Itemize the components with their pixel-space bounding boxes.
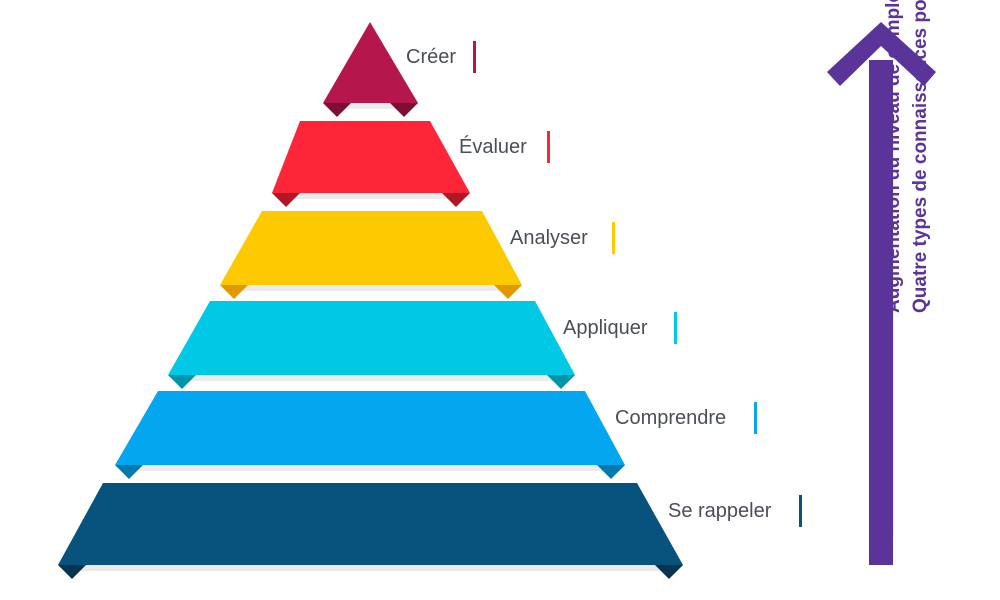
level-marker bbox=[674, 312, 677, 344]
level-label: Évaluer bbox=[459, 136, 527, 158]
level-marker bbox=[754, 402, 757, 434]
pyramid-layer-2 bbox=[220, 211, 522, 285]
pyramid-layer-0 bbox=[323, 22, 418, 103]
arrow-caption-line1: Augmentation du niveau de complexité bbox=[883, 0, 904, 313]
fold-tab-right bbox=[597, 465, 625, 479]
level-marker bbox=[473, 41, 476, 73]
fold-tab-left bbox=[58, 565, 86, 579]
level-label: Se rappeler bbox=[668, 500, 772, 522]
fold-tab-left bbox=[168, 375, 196, 389]
fold-tab-left bbox=[323, 103, 351, 117]
pyramid-layer-3 bbox=[168, 301, 575, 375]
level-label: Analyser bbox=[510, 227, 588, 249]
pyramid-layer-4 bbox=[115, 391, 625, 465]
level-marker bbox=[612, 222, 615, 254]
arrow-caption: Augmentation du niveau de complexité Qua… bbox=[880, 0, 934, 313]
level-label: Appliquer bbox=[563, 317, 648, 339]
pyramid-layer-1 bbox=[272, 121, 470, 193]
pyramid-layer-5 bbox=[58, 483, 683, 565]
fold-tab-right bbox=[547, 375, 575, 389]
level-marker bbox=[547, 131, 550, 163]
level-label: Comprendre bbox=[615, 407, 727, 429]
layer-shadow bbox=[78, 565, 663, 571]
layer-shadow bbox=[240, 285, 502, 291]
fold-tab-right bbox=[655, 565, 683, 579]
arrow-shaft bbox=[869, 60, 893, 565]
layer-shadow bbox=[292, 193, 450, 199]
layer-shadow bbox=[343, 103, 398, 109]
fold-tab-left bbox=[272, 193, 300, 207]
fold-tab-right bbox=[494, 285, 522, 299]
fold-tab-left bbox=[115, 465, 143, 479]
level-marker bbox=[799, 495, 802, 527]
level-label: Créer bbox=[406, 46, 457, 68]
layer-shadow bbox=[188, 375, 555, 381]
arrow-head-icon bbox=[827, 22, 936, 86]
arrow-caption-line2: Quatre types de connaissances possibles bbox=[910, 0, 931, 313]
fold-tab-left bbox=[220, 285, 248, 299]
fold-tab-right bbox=[390, 103, 418, 117]
fold-tab-right bbox=[442, 193, 470, 207]
layer-shadow bbox=[135, 465, 605, 471]
